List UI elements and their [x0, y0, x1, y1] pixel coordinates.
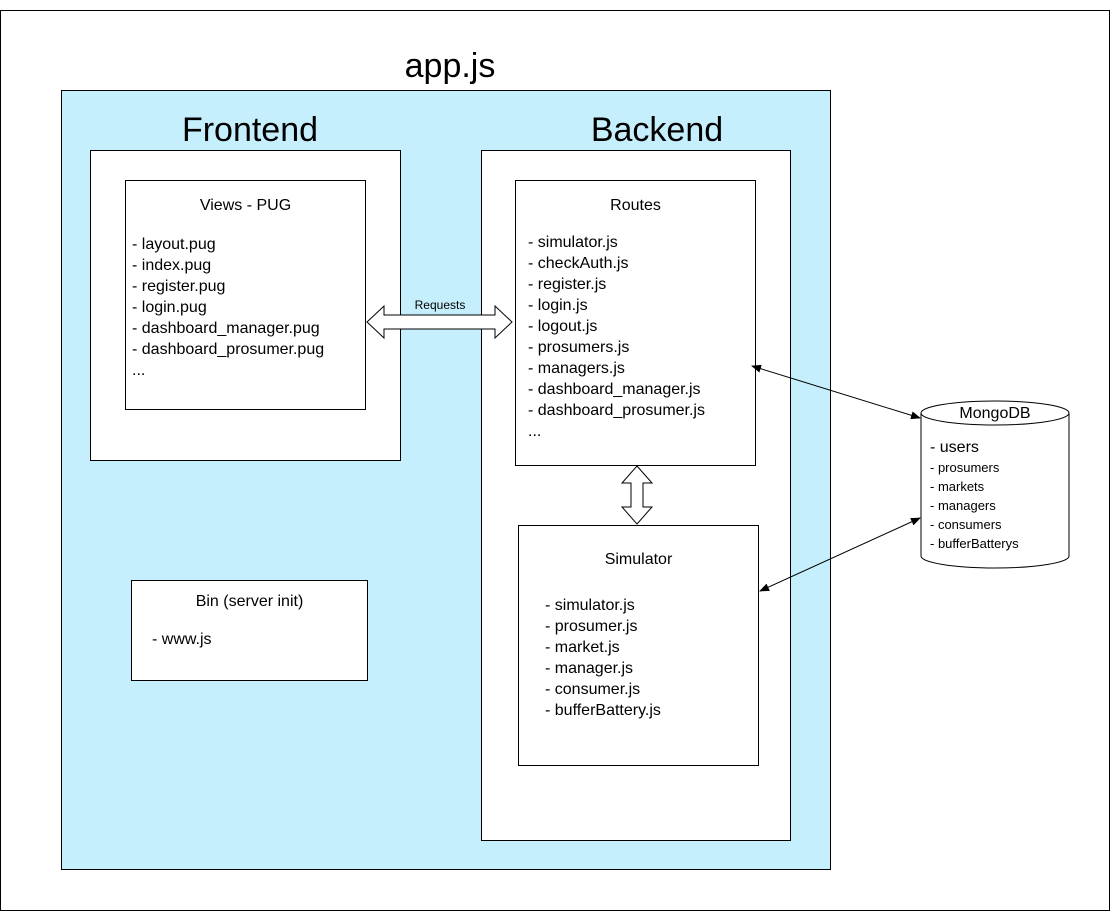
bin-title: Bin (server init)	[195, 593, 304, 610]
list-item: - register.js	[528, 276, 607, 293]
views-box: Views - PUG - layout.pug - index.pug - r…	[125, 180, 366, 410]
list-item: - checkAuth.js	[528, 255, 629, 272]
bin-list: - www.js	[152, 629, 367, 650]
simulator-list: - simulator.js - prosumer.js - market.js…	[545, 595, 758, 721]
list-item: - market.js	[545, 639, 620, 656]
list-item: - index.pug	[132, 257, 212, 274]
list-item: - dashboard_manager.js	[528, 381, 701, 398]
app-title: app.js	[404, 47, 496, 85]
list-item: - prosumers.js	[528, 339, 630, 356]
list-item: - prosumer.js	[545, 618, 638, 635]
requests-label: Requests	[414, 298, 466, 312]
list-item: - markets	[930, 479, 985, 494]
views-title: Views - PUG	[199, 197, 292, 214]
mongodb-title: MongoDB	[959, 405, 1031, 422]
routes-title: Routes	[610, 197, 661, 214]
list-item: - consumer.js	[545, 681, 641, 698]
backend-title: Backend	[590, 111, 724, 149]
list-item: - dashboard_prosumer.js	[528, 402, 705, 419]
list-item: ...	[528, 423, 542, 440]
list-item: - login.pug	[132, 299, 207, 316]
list-item: - login.js	[528, 297, 588, 314]
list-item: - managers.js	[528, 360, 625, 377]
views-list: - layout.pug - index.pug - register.pug …	[132, 234, 365, 381]
list-item: - layout.pug	[132, 236, 216, 253]
bin-box: Bin (server init) - www.js	[131, 580, 368, 681]
list-item: - bufferBatterys	[930, 536, 1019, 551]
list-item: - simulator.js	[545, 597, 635, 614]
list-item: - manager.js	[545, 660, 634, 677]
routes-list: - simulator.js - checkAuth.js - register…	[528, 232, 755, 442]
list-item: - consumers	[930, 517, 1002, 532]
db-main-item: - users	[930, 439, 979, 456]
list-item: - bufferBattery.js	[545, 702, 661, 719]
db-collection-list: - prosumers - markets - managers - consu…	[930, 458, 1019, 553]
list-item: - managers	[930, 498, 996, 513]
simulator-title: Simulator	[604, 551, 673, 568]
list-item: ...	[132, 362, 146, 379]
list-item: - register.pug	[132, 278, 226, 295]
list-item: - dashboard_prosumer.pug	[132, 341, 325, 358]
list-item: - dashboard_manager.pug	[132, 320, 320, 337]
simulator-box: Simulator - simulator.js - prosumer.js -…	[518, 525, 759, 766]
list-item: - prosumers	[930, 460, 1000, 475]
routes-box: Routes - simulator.js - checkAuth.js - r…	[515, 180, 756, 466]
frontend-title: Frontend	[181, 111, 319, 149]
list-item: - simulator.js	[528, 234, 618, 251]
list-item: - logout.js	[528, 318, 598, 335]
list-item: - www.js	[152, 631, 212, 648]
